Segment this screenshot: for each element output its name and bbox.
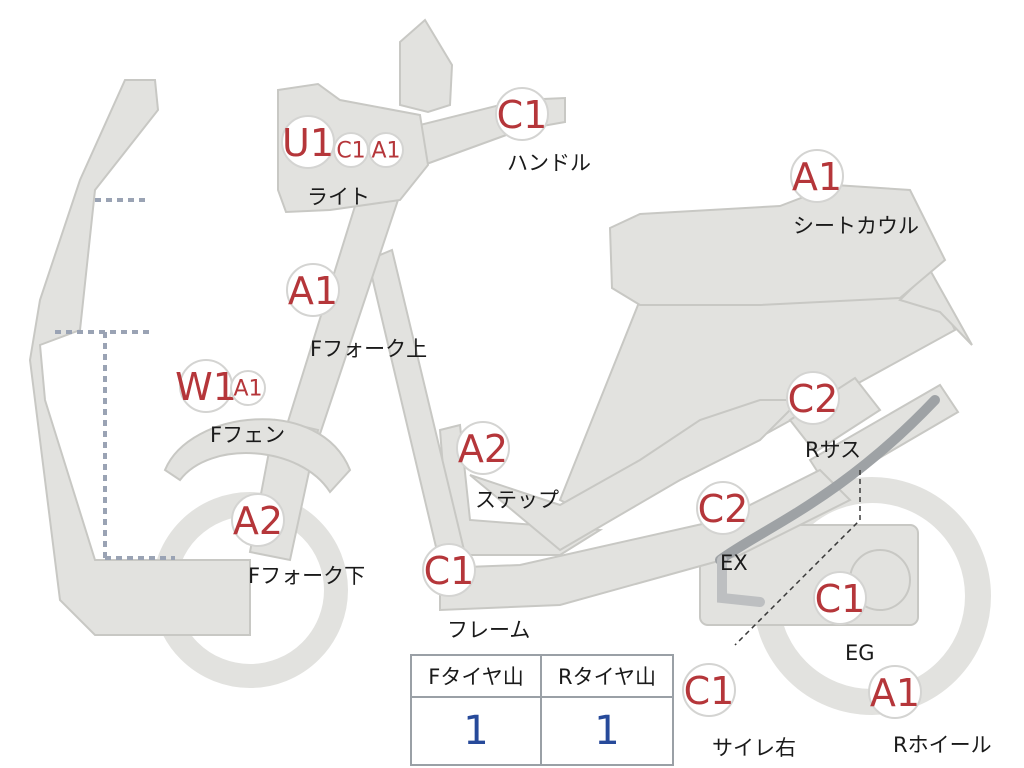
condition-badge <box>495 87 549 141</box>
label-ex: EX <box>720 551 748 575</box>
table-header-front-tire: Fタイヤ山 <box>412 656 542 698</box>
label-r-sus: Rサス <box>805 438 861 462</box>
condition-badge <box>790 149 844 203</box>
condition-badge-code: C1 <box>684 669 735 713</box>
condition-badge-code: A2 <box>233 499 283 543</box>
windscreen <box>399 18 454 114</box>
label-step: ステップ <box>475 488 559 512</box>
condition-badge-code: A1 <box>371 139 400 164</box>
condition-badge <box>868 665 922 719</box>
condition-badge-code: C2 <box>698 487 749 531</box>
table-value-rear-tire: 1 <box>594 708 620 754</box>
label-light: ライト <box>307 185 370 209</box>
condition-badge <box>286 263 340 317</box>
label-frame: フレーム <box>447 618 530 642</box>
floor-panel <box>469 399 803 552</box>
condition-badge-code: U1 <box>282 121 334 165</box>
frame-downtube <box>366 248 472 587</box>
condition-badge <box>422 543 476 597</box>
front-fender <box>163 418 352 494</box>
condition-badge-code: C2 <box>788 377 839 421</box>
label-seat-cowl: シートカウル <box>793 214 919 238</box>
label-f-fork-upper: Fフォーク上 <box>310 337 427 361</box>
condition-badge <box>456 421 510 475</box>
condition-badge <box>368 132 404 168</box>
condition-badge <box>231 493 285 547</box>
condition-badge-code: A1 <box>792 155 842 199</box>
condition-badge <box>281 115 335 169</box>
table-header-rear-tire: Rタイヤ山 <box>542 656 672 698</box>
exhaust-end <box>717 555 765 607</box>
condition-badge-code: C1 <box>336 139 365 164</box>
exhaust-pipe <box>715 395 940 565</box>
label-handle: ハンドル <box>507 151 591 175</box>
leg-shield <box>28 79 251 636</box>
condition-badge <box>813 571 867 625</box>
frame-lower <box>439 468 852 612</box>
label-eg: EG <box>845 641 875 665</box>
label-side-cover-right: サイレ右 <box>712 736 796 760</box>
seat <box>608 183 947 306</box>
condition-badge-code: C1 <box>815 577 866 621</box>
condition-badge-code: A1 <box>870 671 920 715</box>
label-f-fork-lower: Fフォーク下 <box>248 564 365 588</box>
condition-badge <box>786 371 840 425</box>
condition-badge-code: C1 <box>424 549 475 593</box>
side-cover-leader <box>734 470 861 646</box>
table-value-front-tire: 1 <box>412 698 542 764</box>
tire-tread-table: Fタイヤ山 Rタイヤ山 1 1 <box>410 654 674 766</box>
panel-seams <box>55 198 175 560</box>
label-f-fender: Fフェン <box>210 423 285 447</box>
condition-badge <box>696 481 750 535</box>
condition-badge <box>230 370 266 406</box>
condition-badge-code: A2 <box>458 427 508 471</box>
condition-badge-code: W1 <box>175 365 237 409</box>
condition-badge-code: A1 <box>288 269 338 313</box>
condition-badge-code: C1 <box>497 93 548 137</box>
label-r-wheel: Rホイール <box>893 733 992 757</box>
condition-badge <box>682 663 736 717</box>
condition-badge-code: A1 <box>233 377 262 402</box>
